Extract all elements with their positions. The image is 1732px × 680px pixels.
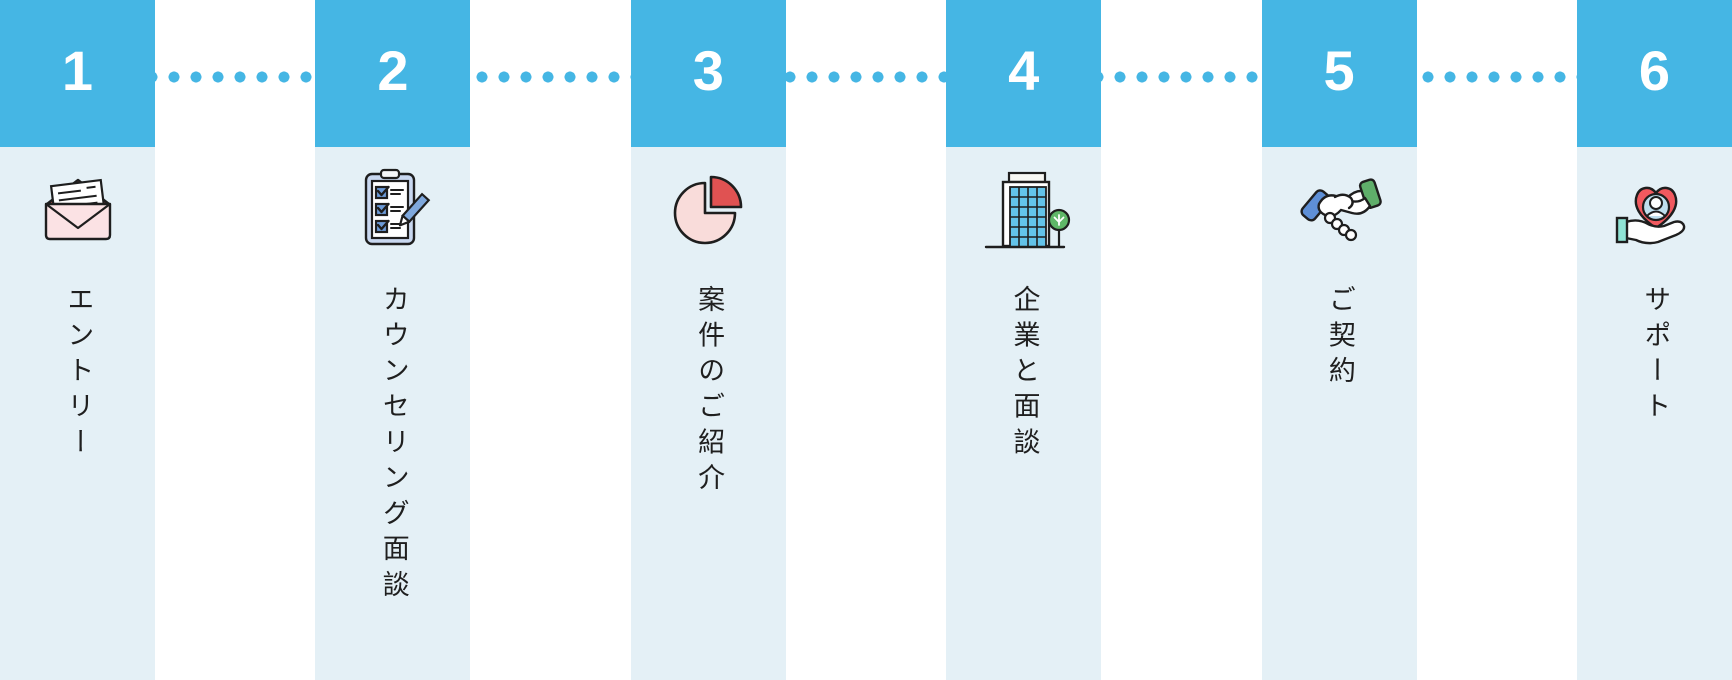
office-building-icon [976,160,1072,256]
step-number: 4 [1008,38,1040,102]
step-body: カウンセリング面談 [315,147,471,680]
step-column-entry: 1 [0,0,155,680]
step-label: エントリー [63,285,94,464]
step-label: 企業と面談 [1009,285,1040,464]
handshake-icon [1291,160,1387,256]
step-label: カウンセリング面談 [378,285,409,606]
step-column-counseling: 2 [315,0,471,680]
envelope-icon [30,160,126,256]
pie-chart-icon [660,160,756,256]
step-header: 1 [0,0,155,147]
step-number: 1 [61,38,94,102]
step-number: 5 [1323,38,1355,102]
step-body: エントリー [0,147,155,680]
step-column-job-intro: 3 案件のご紹介 [630,0,786,680]
step-header: 5 [1261,0,1417,147]
step-column-support: 6 サポート [1576,0,1732,680]
step-body: ご契約 [1261,147,1417,680]
step-body: サポート [1576,147,1732,680]
step-header: 2 [315,0,471,147]
step-body: 案件のご紹介 [630,147,786,680]
step-label: サポート [1640,285,1671,428]
heart-in-hand-icon [1606,160,1702,256]
step-column-company-interview: 4 [946,0,1102,680]
step-body: 企業と面談 [946,147,1102,680]
step-number: 6 [1638,38,1671,102]
checklist-clipboard-icon [345,160,441,256]
step-number: 2 [377,38,409,102]
step-number: 3 [692,38,724,102]
step-label: ご契約 [1324,285,1355,392]
step-label: 案件のご紹介 [694,285,725,499]
step-header: 4 [946,0,1102,147]
step-column-contract: 5 [1261,0,1417,680]
step-header: 3 [630,0,786,147]
step-header: 6 [1576,0,1732,147]
